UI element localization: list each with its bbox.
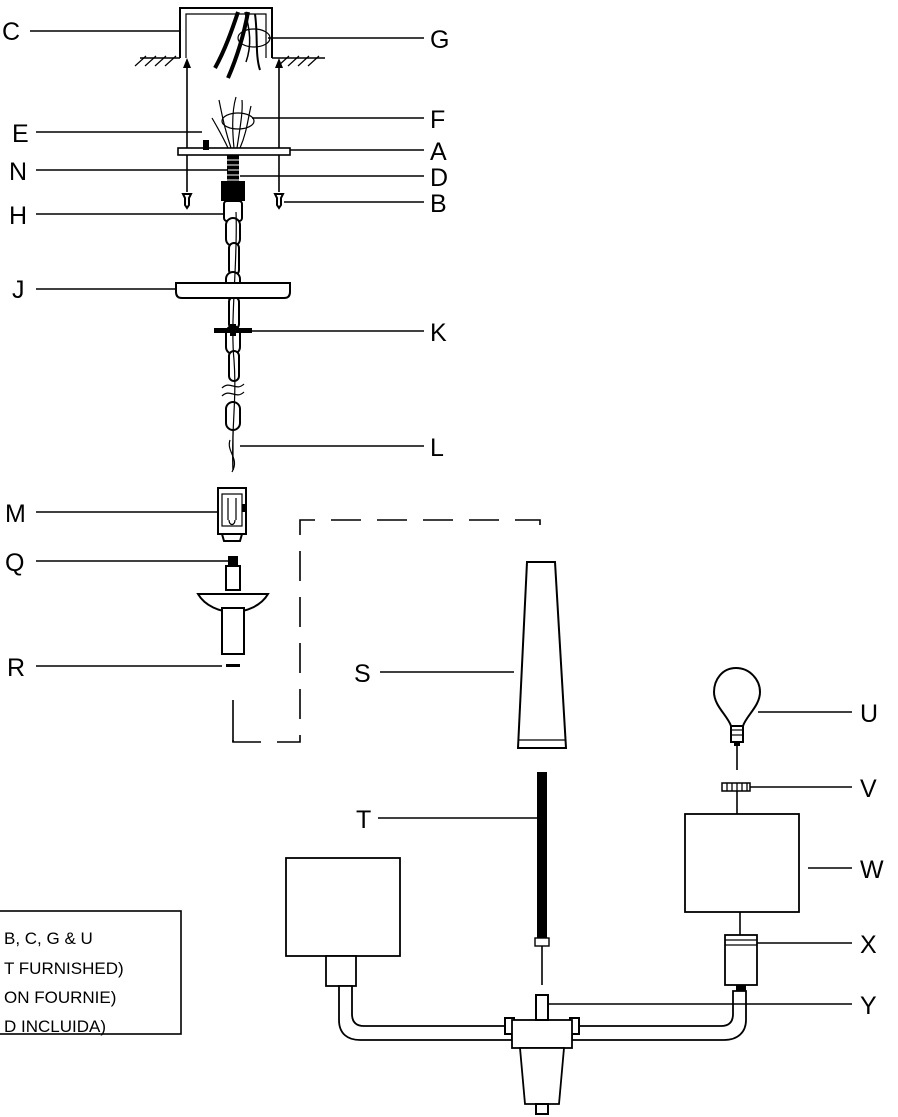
label-N: N [9, 158, 27, 186]
label-R: R [7, 654, 25, 682]
collar [214, 324, 252, 336]
label-X: X [860, 931, 877, 959]
label-J: J [12, 276, 25, 304]
bottom-loop [217, 487, 247, 542]
socket [724, 934, 758, 991]
note-line-1: B, C, G & U [4, 929, 93, 948]
label-E: E [12, 120, 29, 148]
label-B: B [430, 190, 447, 218]
mounting-screws [181, 193, 285, 210]
tapered-column [516, 561, 568, 749]
chain [221, 211, 245, 473]
shade-ring [721, 782, 751, 814]
label-U: U [860, 700, 878, 728]
label-K: K [430, 319, 447, 347]
light-bulb [712, 666, 762, 770]
note-line-3: ON FOURNIE) [4, 988, 116, 1007]
note-line-4: D INCLUIDA) [4, 1017, 106, 1036]
part-labels: C G E F A N D H B J K L M Q R S U V T W … [2, 18, 884, 1020]
label-M: M [5, 500, 26, 528]
label-F: F [430, 106, 445, 134]
stem-assembly [196, 556, 270, 667]
label-C: C [2, 18, 20, 46]
label-W: W [860, 856, 884, 884]
label-Y: Y [860, 992, 877, 1020]
nipple-and-loop [221, 155, 245, 222]
outlet-box [134, 7, 325, 67]
label-S: S [354, 660, 371, 688]
note-box: B, C, G & U T FURNISHED) ON FOURNIE) D I… [0, 910, 182, 1036]
label-T: T [356, 806, 371, 834]
leader-lines [30, 30, 852, 1005]
label-Q: Q [5, 549, 24, 577]
label-L: L [430, 434, 444, 462]
label-D: D [430, 164, 448, 192]
left-lamp-shade [285, 857, 401, 987]
canopy [175, 282, 291, 299]
threaded-rod [534, 772, 550, 985]
label-V: V [860, 775, 877, 803]
fixture-body [338, 985, 747, 1115]
supply-wires [213, 11, 271, 79]
label-A: A [430, 138, 447, 166]
note-line-2: T FURNISHED) [4, 959, 124, 978]
label-H: H [9, 202, 27, 230]
lamp-shade [684, 813, 800, 935]
label-G: G [430, 26, 449, 54]
fixture-wires [211, 96, 255, 149]
